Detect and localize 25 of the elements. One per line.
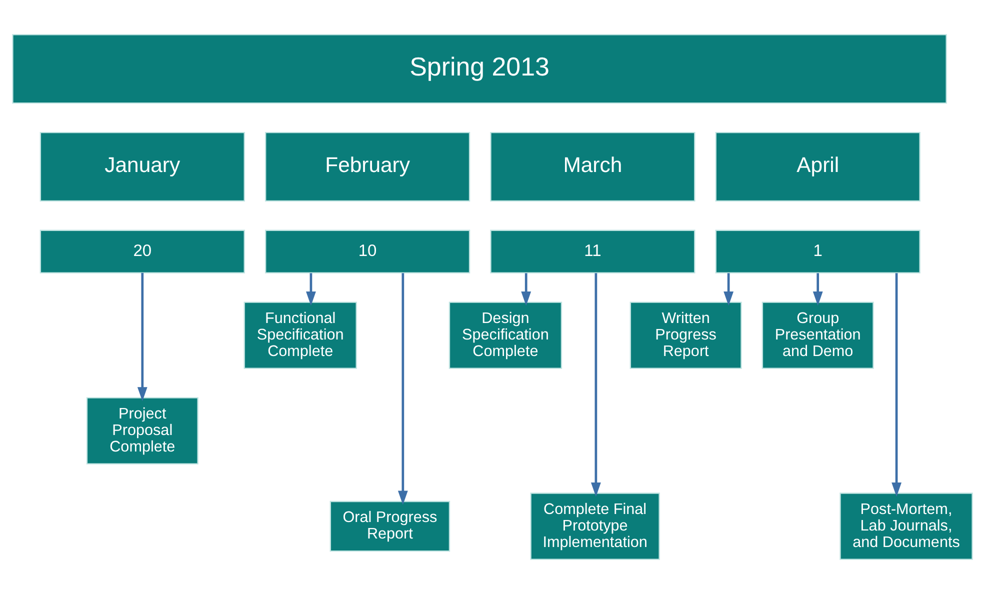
node-box: April [715, 132, 920, 202]
node-box: Written Progress Report [630, 302, 742, 369]
arrow [892, 273, 902, 497]
node-box: Complete Final Prototype Implementation [530, 492, 660, 560]
arrow [724, 273, 734, 306]
arrow [590, 273, 601, 497]
arrow [306, 273, 316, 306]
node-box: Functional Specification Complete [244, 302, 357, 369]
node-box: 10 [265, 230, 470, 274]
node-box: Project Proposal Complete [86, 397, 198, 464]
node-box: 20 [40, 230, 245, 274]
node-box: 1 [715, 230, 920, 274]
node-box: Group Presentation and Demo [762, 302, 874, 369]
node-box: Spring 2013 [12, 34, 947, 104]
node-box: Design Specification Complete [448, 302, 562, 369]
node-box: February [265, 132, 470, 202]
node-box: Post-Mortem, Lab Journals, and Documents [840, 492, 973, 560]
node-box: Oral Progress Report [330, 500, 450, 552]
arrow [137, 272, 148, 402]
arrow [812, 273, 823, 306]
arrow [521, 273, 532, 306]
node-box: March [490, 132, 696, 202]
node-box: 11 [490, 230, 696, 274]
arrow [398, 273, 408, 505]
node-box: January [40, 132, 245, 202]
